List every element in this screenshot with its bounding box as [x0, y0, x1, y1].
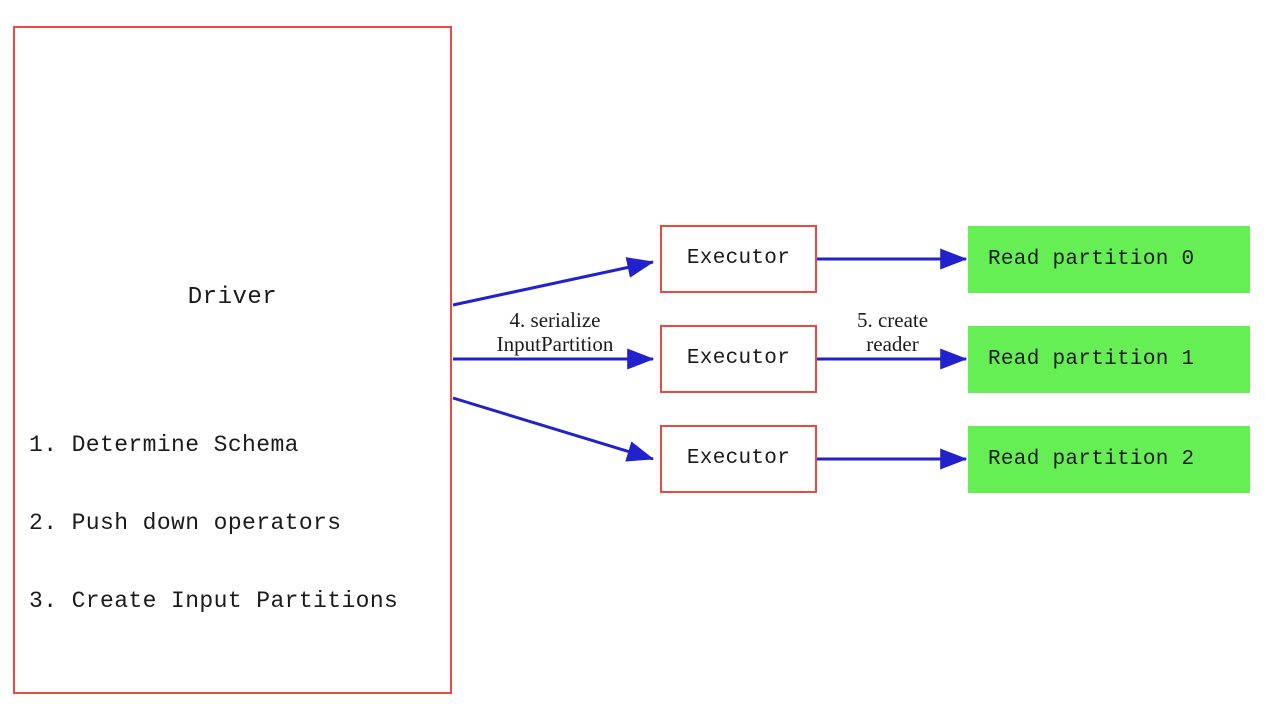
- partition-label-0: Read partition 0: [988, 247, 1195, 271]
- partition-label-2: Read partition 2: [988, 447, 1195, 471]
- partition-node-1[interactable]: Read partition 1: [968, 326, 1250, 393]
- driver-node[interactable]: Driver 1. Determine Schema 2. Push down …: [13, 26, 452, 694]
- driver-step-2: 2. Push down operators: [29, 510, 342, 536]
- driver-step-list: 1. Determine Schema 2. Push down operato…: [29, 380, 449, 666]
- edge-label-serialize-input-partition: 4. serialize InputPartition: [465, 308, 645, 356]
- edge-label-serialize-line-2: InputPartition: [496, 332, 614, 356]
- edge-label-create-reader-line-2: reader: [866, 332, 919, 356]
- executor-node-2[interactable]: Executor: [660, 425, 817, 493]
- executor-label-2: Executor: [686, 447, 791, 470]
- driver-step-1: 1. Determine Schema: [29, 432, 299, 458]
- edge-driver-to-executor-2: [452, 396, 655, 462]
- edge-label-serialize-line-1: 4. serialize: [509, 308, 601, 332]
- edge-driver-to-executor-0: [452, 257, 655, 307]
- partition-node-2[interactable]: Read partition 2: [968, 426, 1250, 493]
- executor-label-1: Executor: [686, 347, 791, 370]
- driver-title: Driver: [187, 284, 278, 311]
- partition-label-1: Read partition 1: [988, 347, 1195, 371]
- executor-node-1[interactable]: Executor: [660, 325, 817, 393]
- executor-label-0: Executor: [686, 247, 791, 270]
- edge-label-create-reader: 5. create reader: [825, 308, 960, 356]
- partition-node-0[interactable]: Read partition 0: [968, 226, 1250, 293]
- driver-step-3: 3. Create Input Partitions: [29, 588, 399, 614]
- edge-label-create-reader-line-1: 5. create: [856, 308, 929, 332]
- executor-node-0[interactable]: Executor: [660, 225, 817, 293]
